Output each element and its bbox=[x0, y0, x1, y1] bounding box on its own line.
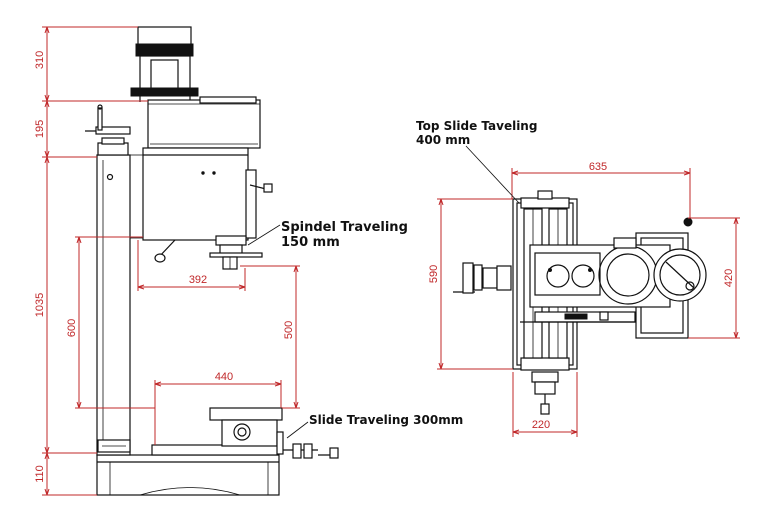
spindle-head bbox=[130, 147, 273, 263]
callout-top-slide-line1: Top Slide Taveling bbox=[416, 119, 537, 133]
dim-motor-height: 310 bbox=[34, 51, 46, 69]
spindle-quill bbox=[209, 244, 263, 270]
side-view bbox=[85, 26, 339, 496]
dim-spindle-reach: 392 bbox=[189, 274, 207, 286]
head-assembly bbox=[529, 237, 707, 308]
dim-width-220: 220 bbox=[532, 419, 550, 431]
machine-base bbox=[96, 454, 280, 496]
top-view-callouts: Top Slide Taveling 400 mm bbox=[416, 119, 537, 204]
callout-spindle-travel-line1: Spindel Traveling bbox=[281, 220, 408, 235]
callout-slide-travel: Slide Traveling 300mm bbox=[309, 413, 463, 427]
dim-travel-500: 500 bbox=[283, 321, 295, 339]
dim-head-height: 195 bbox=[34, 120, 46, 138]
side-view-dimensions: 310 195 1035 110 600 392 500 440 bbox=[34, 26, 300, 496]
gear-head bbox=[147, 96, 261, 149]
left-handwheel bbox=[453, 262, 512, 294]
dim-depth-420: 420 bbox=[723, 269, 735, 287]
callout-spindle-travel-line2: 150 mm bbox=[281, 235, 340, 250]
side-view-callouts: Spindel Traveling 150 mm Slide Traveling… bbox=[247, 220, 463, 439]
dim-depth-590: 590 bbox=[428, 265, 440, 283]
top-view bbox=[453, 190, 707, 415]
dim-width-635: 635 bbox=[589, 161, 607, 173]
dim-base-height: 110 bbox=[34, 465, 46, 483]
machine-column bbox=[96, 154, 131, 456]
motor bbox=[130, 26, 199, 102]
column-cap bbox=[85, 104, 131, 156]
dim-column-height: 1035 bbox=[34, 293, 46, 317]
bottom-handwheel bbox=[531, 371, 559, 415]
work-table bbox=[151, 407, 339, 459]
callout-top-slide-line2: 400 mm bbox=[416, 133, 470, 147]
dim-table-width: 440 bbox=[215, 371, 233, 383]
top-view-dimensions: 635 590 420 220 bbox=[428, 161, 740, 437]
dim-travel-600: 600 bbox=[66, 319, 78, 337]
